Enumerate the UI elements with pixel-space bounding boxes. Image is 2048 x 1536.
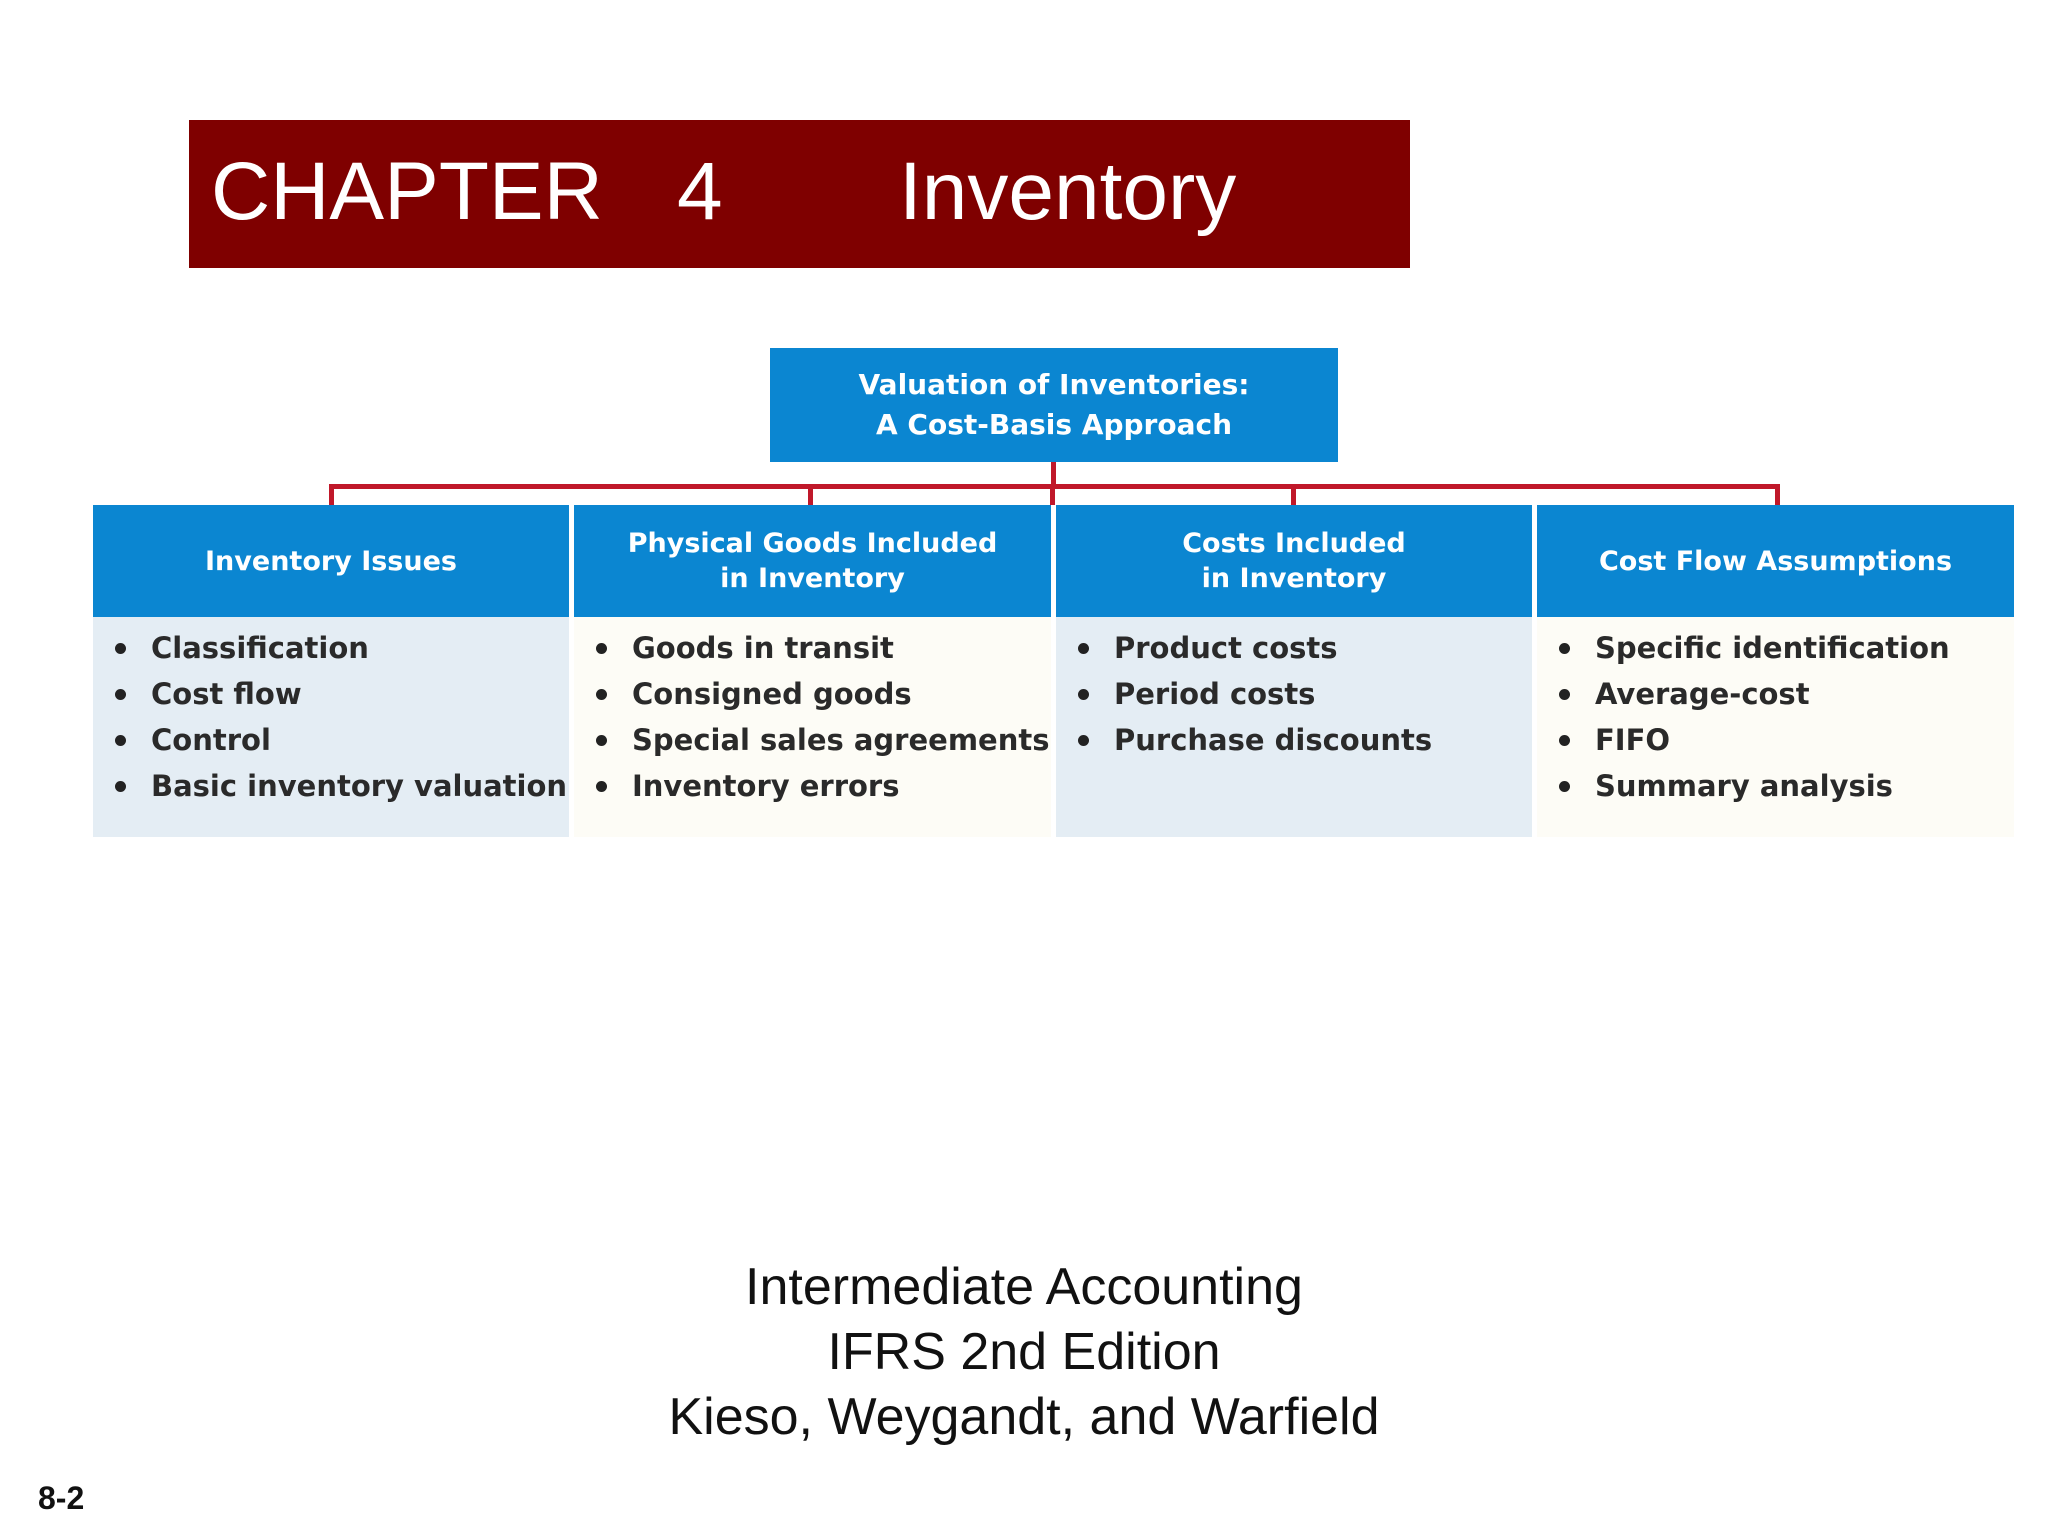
connector-drop-1	[329, 484, 334, 505]
list-item: Summary analysis	[1537, 763, 2014, 809]
column-header-physical-goods: Physical Goods Included in Inventory	[574, 505, 1051, 617]
column-header-line: Cost Flow Assumptions	[1598, 545, 1953, 577]
list-item: Control	[93, 717, 569, 763]
list-item: Cost flow	[93, 671, 569, 717]
book-edition: IFRS 2nd Edition	[827, 1323, 1221, 1381]
list-item: Basic inventory valuation	[93, 763, 569, 809]
slide-number: 8-2	[38, 1480, 85, 1516]
chapter-number: 4	[677, 146, 723, 237]
column-header-costs-included: Costs Included in Inventory	[1056, 505, 1532, 617]
list-item: Consigned goods	[574, 671, 1051, 717]
connector-drop-2	[808, 484, 813, 505]
bullet-dot	[115, 689, 126, 700]
book-title: Intermediate Accounting	[745, 1258, 1303, 1316]
column-header-cost-flow: Cost Flow Assumptions	[1537, 505, 2014, 617]
list-item: FIFO	[1537, 717, 2014, 763]
column-body-physical-goods: Goods in transit Consigned goods Special…	[574, 617, 1051, 837]
bullet-dot	[1559, 689, 1570, 700]
bullet-dot	[115, 735, 126, 746]
bullet-dot	[115, 643, 126, 654]
list-item: Classification	[93, 625, 569, 671]
list-item: Purchase discounts	[1056, 717, 1532, 763]
root-line-1: Valuation of Inventories:	[858, 368, 1250, 401]
chapter-banner: CHAPTER 4 Inventory	[189, 120, 1410, 268]
bullet-dot	[115, 781, 126, 792]
column-header-line: Inventory Issues	[205, 545, 457, 577]
bullet-dot	[1078, 689, 1089, 700]
list-item: Average-cost	[1537, 671, 2014, 717]
column-header-line: Costs Included	[1182, 528, 1406, 559]
list-item: Special sales agreements	[574, 717, 1051, 763]
list-item: Goods in transit	[574, 625, 1051, 671]
chapter-label: CHAPTER	[211, 146, 603, 237]
chapter-title: Inventory	[899, 146, 1237, 237]
diagram-root-box: Valuation of Inventories: A Cost-Basis A…	[770, 348, 1338, 462]
connector-root-stem	[1051, 462, 1056, 486]
list-item: Product costs	[1056, 625, 1532, 671]
column-header-inventory-issues: Inventory Issues	[93, 505, 569, 617]
column-body-cost-flow: Specific identification Average-cost FIF…	[1537, 617, 2014, 837]
connector-drop-3	[1050, 484, 1055, 505]
list-item: Period costs	[1056, 671, 1532, 717]
column-body-inventory-issues: Classification Cost flow Control Basic i…	[93, 617, 569, 837]
column-header-line: Physical Goods Included	[627, 528, 998, 559]
topic-list: Classification Cost flow Control Basic i…	[93, 625, 569, 809]
bullet-dot	[1078, 735, 1089, 746]
bullet-dot	[596, 689, 607, 700]
list-item: Inventory errors	[574, 763, 1051, 809]
column-header-line: in Inventory	[720, 563, 905, 594]
root-line-2: A Cost-Basis Approach	[875, 408, 1232, 441]
connector-drop-5	[1775, 484, 1780, 505]
bullet-dot	[596, 643, 607, 654]
bullet-dot	[1559, 643, 1570, 654]
topic-list: Goods in transit Consigned goods Special…	[574, 625, 1051, 809]
book-authors: Kieso, Weygandt, and Warfield	[668, 1388, 1380, 1446]
column-header-line: in Inventory	[1201, 563, 1387, 594]
book-info: Intermediate Accounting IFRS 2nd Edition…	[524, 1255, 1524, 1450]
topic-list: Specific identification Average-cost FIF…	[1537, 625, 2014, 809]
bullet-dot	[1078, 643, 1089, 654]
bullet-dot	[596, 781, 607, 792]
bullet-dot	[1559, 735, 1570, 746]
bullet-dot	[1559, 781, 1570, 792]
bullet-dot	[596, 735, 607, 746]
topic-list: Product costs Period costs Purchase disc…	[1056, 625, 1532, 763]
connector-drop-4	[1291, 484, 1296, 505]
list-item: Specific identification	[1537, 625, 2014, 671]
column-body-costs-included: Product costs Period costs Purchase disc…	[1056, 617, 1532, 837]
